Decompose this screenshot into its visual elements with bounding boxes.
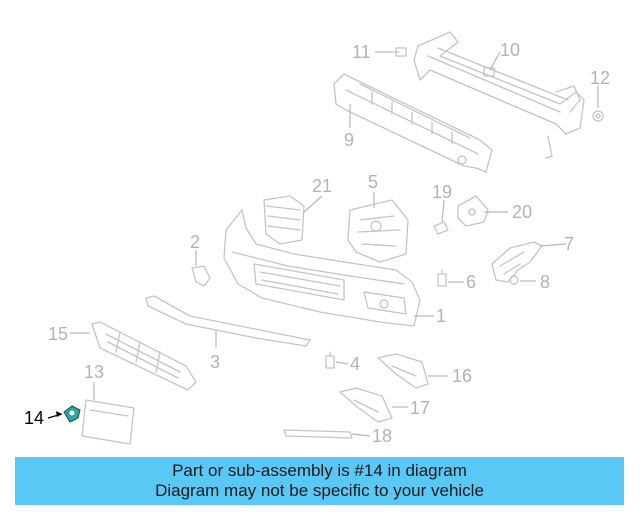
banner-line-1: Part or sub-assembly is #14 in diagram	[172, 461, 467, 480]
callout-19[interactable]: 19	[432, 182, 452, 202]
callout-3[interactable]: 3	[210, 352, 220, 372]
part-2-cap	[191, 265, 211, 287]
part-10-impact-bar	[413, 31, 585, 159]
part-12-nut	[592, 110, 604, 122]
callout-6[interactable]: 6	[466, 272, 476, 292]
part-15-grille	[91, 321, 197, 391]
part-6-screw	[437, 269, 447, 287]
leader-lines	[47, 51, 599, 437]
part-3-spoiler	[145, 295, 311, 347]
callout-14-highlighted[interactable]: 14	[24, 408, 44, 428]
callout-4[interactable]: 4	[350, 354, 360, 374]
part-5-bracket	[347, 199, 409, 263]
callout-8[interactable]: 8	[540, 272, 550, 292]
callout-7[interactable]: 7	[564, 234, 574, 254]
callout-9[interactable]: 9	[344, 130, 354, 150]
info-banner: Part or sub-assembly is #14 in diagram D…	[15, 457, 624, 505]
part-8-nut	[509, 275, 519, 285]
callout-2[interactable]: 2	[190, 232, 200, 252]
callout-10[interactable]: 10	[500, 40, 520, 60]
part-21-sensor	[263, 195, 305, 245]
part-4-screw	[325, 351, 335, 369]
part-18-trim	[283, 429, 353, 439]
banner-line-2: Diagram may not be specific to your vehi…	[155, 481, 484, 500]
part-9-energy-absorber	[333, 73, 493, 173]
callout-5[interactable]: 5	[368, 172, 378, 192]
callout-16[interactable]: 16	[452, 366, 472, 386]
callout-11[interactable]: 11	[352, 42, 371, 62]
callout-15[interactable]: 15	[48, 324, 68, 344]
callout-18[interactable]: 18	[372, 426, 392, 446]
part-13-plate-bracket	[81, 399, 135, 445]
part-1-bumper-cover	[223, 209, 421, 327]
part-7-guide	[491, 241, 543, 283]
callout-13[interactable]: 13	[84, 362, 104, 382]
parts-diagram: 11 10 12 9 21 5 19 20 7 2 6 8 1 3 15 4 1…	[24, 31, 610, 446]
callout-20[interactable]: 20	[512, 202, 532, 222]
part-16-cover	[377, 353, 429, 389]
part-20-bracket	[457, 195, 489, 227]
part-11-bolt	[391, 47, 407, 57]
callout-21[interactable]: 21	[312, 176, 332, 196]
part-17-cover	[339, 387, 393, 423]
part-14-clip-highlighted	[63, 405, 81, 423]
callout-12[interactable]: 12	[590, 68, 610, 88]
callout-17[interactable]: 17	[410, 398, 430, 418]
callout-1[interactable]: 1	[436, 306, 446, 326]
part-19-clip	[433, 221, 449, 235]
